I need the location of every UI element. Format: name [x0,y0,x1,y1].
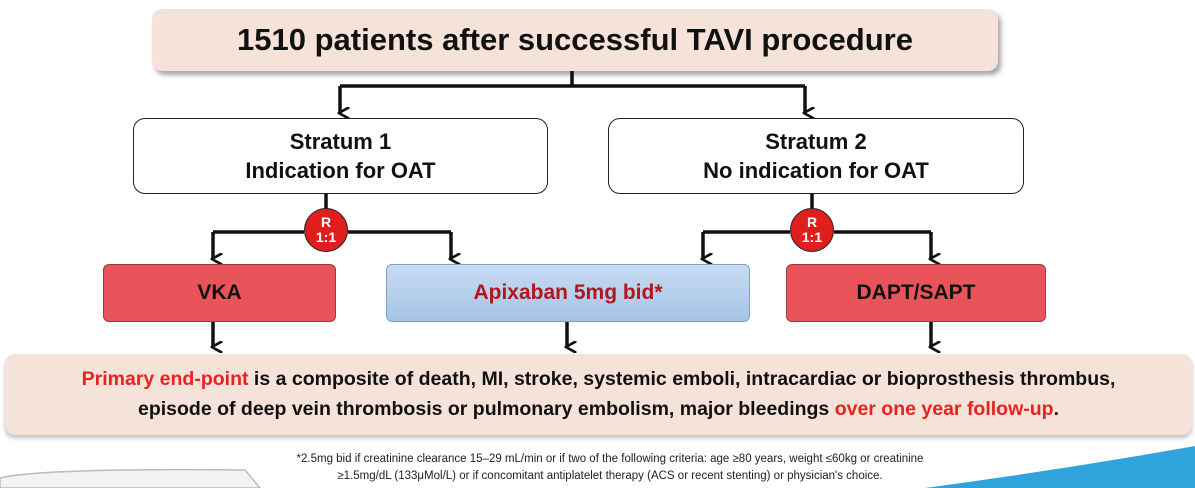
footnote-line-1: *2.5mg bid if creatinine clearance 15–29… [296,453,924,465]
endpoint-text-2: episode of deep vein thrombosis or pulmo… [137,398,835,420]
randomization-badge-stratum2: R 1:1 [790,208,834,252]
randomization-badge-stratum1: R 1:1 [304,208,348,252]
randomization-ratio: 1:1 [315,229,337,245]
vka-arm-label: VKA [197,281,242,304]
endpoint-box: Primary end-point is a composite of deat… [5,354,1192,435]
dapt-arm-box: DAPT/SAPT [786,264,1046,322]
stratum1-title: Stratum 1 [289,129,392,154]
population-box: 1510 patients after successful TAVI proc… [152,9,998,71]
stratum2-box: Stratum 2 No indication for OAT [608,118,1024,194]
stratum2-subtitle: No indication for OAT [703,158,929,183]
endpoint-line-1: Primary end-point is a composite of deat… [5,364,1192,394]
endpoint-period: . [1053,398,1059,420]
endpoint-highlight-followup: over one year follow-up [834,398,1054,420]
vka-arm-box: VKA [103,264,336,322]
footnote-line-2: ≥1.5mg/dL (133μMol/L) or if concomitant … [337,470,883,482]
apixaban-arm-box: Apixaban 5mg bid* [386,264,750,322]
stratum1-subtitle: Indication for OAT [245,158,436,183]
stratum2-title: Stratum 2 [765,129,867,154]
endpoint-text-1: is a composite of death, MI, stroke, sys… [248,368,1116,390]
endpoint-line-2: episode of deep vein thrombosis or pulmo… [5,394,1192,424]
randomization-label: R [806,214,818,230]
population-text: 1510 patients after successful TAVI proc… [237,22,913,57]
stratum1-box: Stratum 1 Indication for OAT [133,118,548,194]
dapt-arm-label: DAPT/SAPT [856,281,976,304]
randomization-label: R [320,214,332,230]
endpoint-highlight-primary: Primary end-point [81,368,249,390]
apixaban-arm-label: Apixaban 5mg bid* [473,281,663,304]
randomization-ratio: 1:1 [801,229,823,245]
footnote: *2.5mg bid if creatinine clearance 15–29… [150,451,1070,485]
